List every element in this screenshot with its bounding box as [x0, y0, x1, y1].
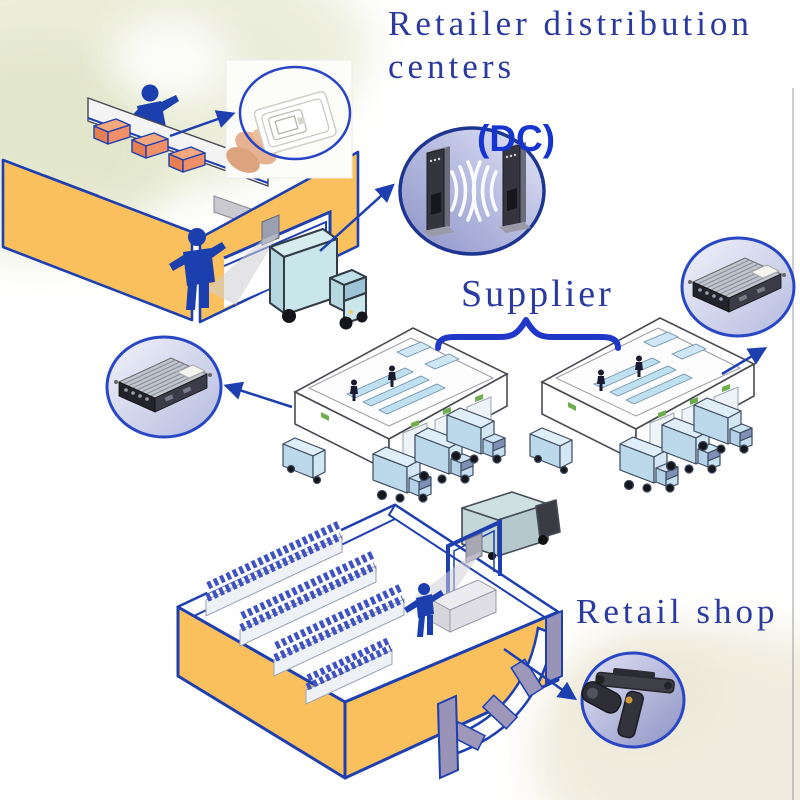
arrow-shop-to-handheld — [503, 647, 578, 701]
retailer-dc-title-line1: Retailer distribution — [388, 4, 753, 43]
rfid-tag-photo — [225, 59, 353, 179]
shelf-row — [205, 516, 343, 617]
shop-front-wall — [343, 610, 560, 780]
shopper-figure — [404, 583, 444, 637]
dc-left-wall — [1, 158, 194, 322]
rfid-handheld-reader-icon — [580, 651, 686, 749]
portal-antenna-left — [423, 146, 455, 237]
supplier-label: Supplier — [461, 273, 614, 315]
portal-antenna-right — [499, 142, 531, 233]
shelf-row — [305, 632, 393, 705]
retailer-dc-title: Retailer distribution centers — [388, 2, 753, 88]
handheld-scanner — [581, 667, 675, 739]
radio-waves-icon — [450, 160, 498, 222]
shelf-row — [273, 579, 405, 677]
dc-building-illustration — [1, 84, 368, 330]
retailer-dc-title-line2: centers — [388, 47, 516, 86]
shop-shelves — [205, 516, 405, 705]
dc-abbrev-label: (DC) — [477, 118, 556, 159]
worker-figure-door — [169, 228, 226, 310]
entrance-door-left — [436, 694, 460, 780]
supplier-brace — [435, 317, 621, 351]
supplier-warehouse-right — [530, 318, 754, 492]
arrow-dc-to-portal — [319, 183, 395, 252]
retail-shop-illustration — [176, 503, 563, 780]
arrow-conveyor-to-tag — [169, 110, 236, 138]
rfid-fixed-reader-icon-left — [105, 335, 223, 439]
retail-shop-label: Retail shop — [576, 592, 779, 631]
arrow-warehouse-to-right-reader — [721, 347, 768, 376]
arrow-warehouse-to-left-reader — [223, 381, 293, 409]
dc-delivery-truck — [269, 228, 368, 330]
rfid-tag — [253, 91, 337, 155]
entrance-door-right — [545, 609, 563, 685]
door-sensor — [206, 214, 280, 305]
rfid-fixed-reader-icon-right — [680, 236, 796, 338]
supplier-warehouse-left — [283, 328, 507, 502]
shop-entrance — [436, 609, 563, 780]
rfid-portal-reader-icon — [398, 126, 546, 256]
shelf-row — [239, 546, 377, 647]
